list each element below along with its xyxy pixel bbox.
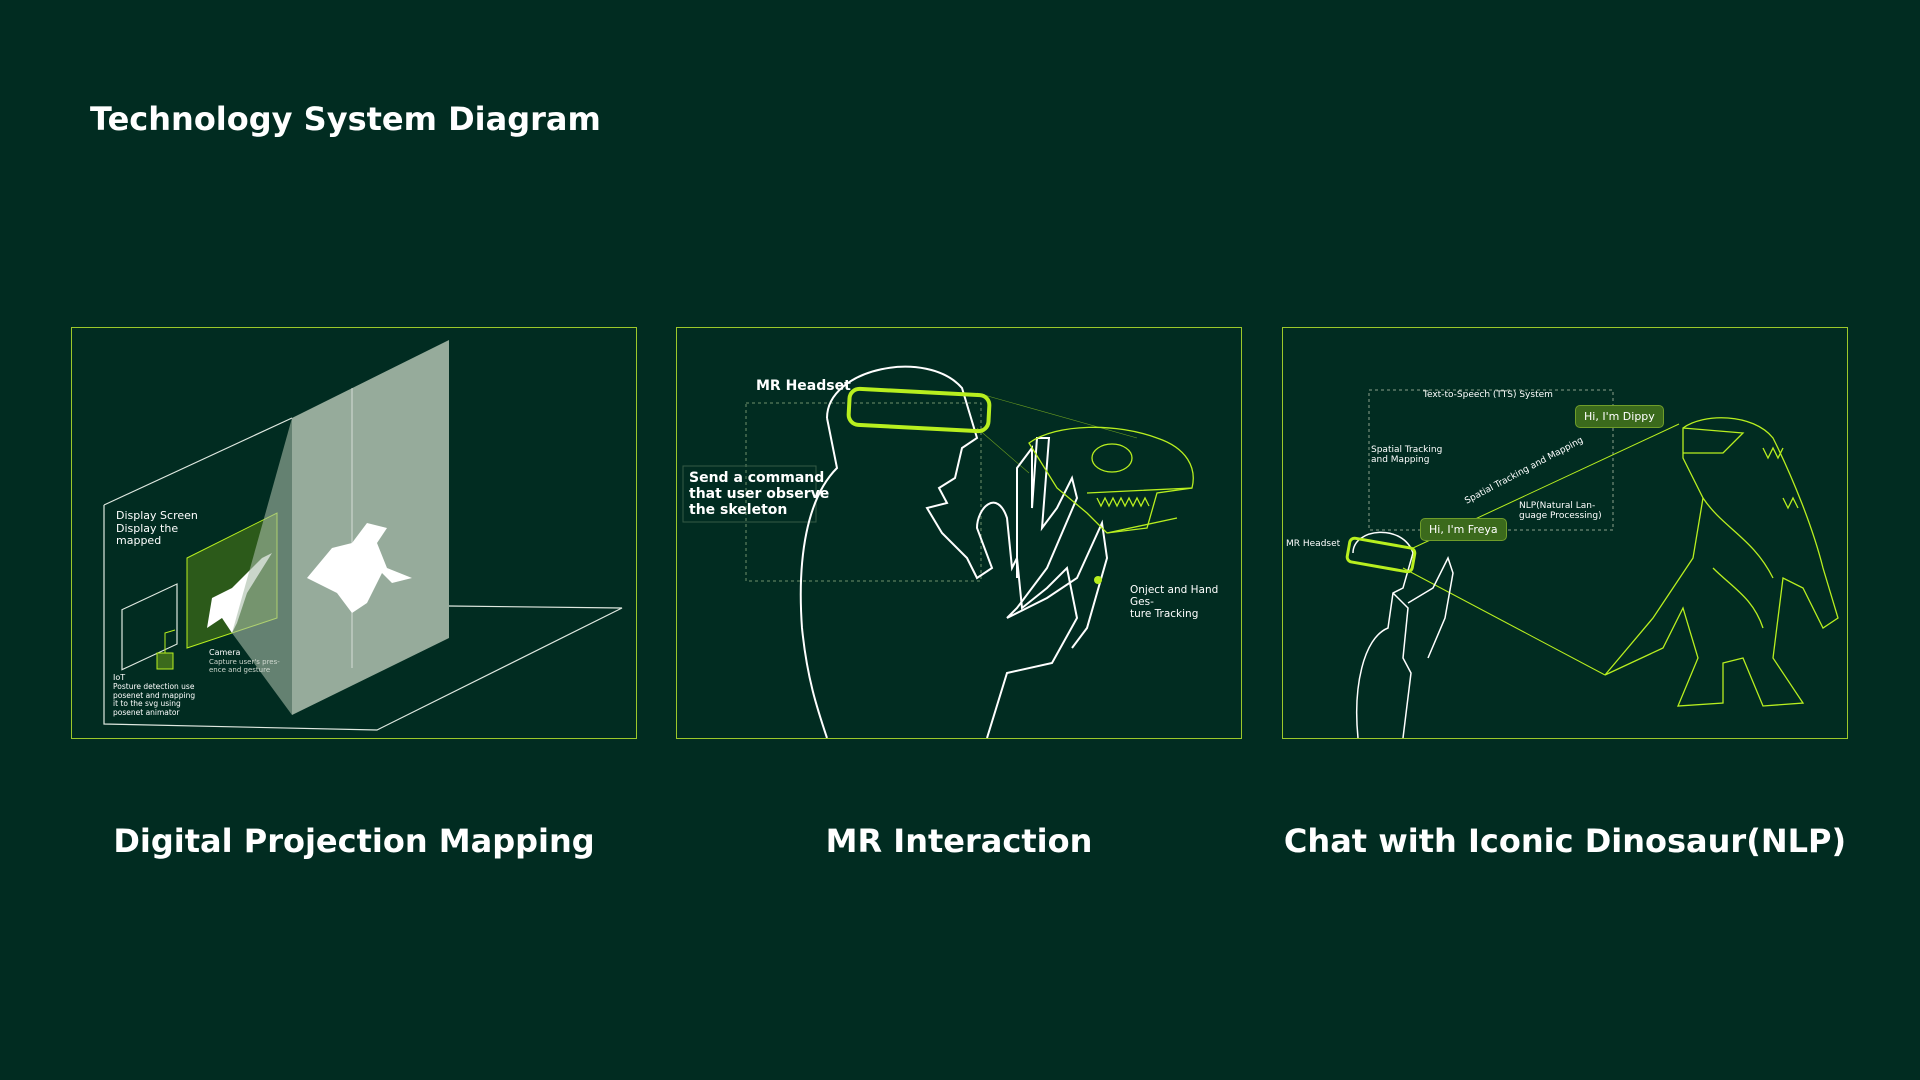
- camera-description: Capture user's pres- ence and gesture: [209, 658, 280, 675]
- mr-interaction-illustration: [682, 365, 1194, 738]
- camera-label: Camera: [209, 648, 241, 657]
- mr-headset-label: MR Headset: [1286, 539, 1341, 549]
- tts-label: Text-to-Speech (TTS) System: [1423, 390, 1553, 400]
- chat-dinosaur-illustration: [1345, 389, 1839, 738]
- page-title: Technology System Diagram: [90, 100, 601, 138]
- display-screen-label: Display Screen Display the mapped: [116, 509, 198, 548]
- command-label: Send a command that user observe the ske…: [689, 470, 830, 519]
- projection-mapping-panel: Display Screen Display the mapped Camera…: [71, 327, 637, 739]
- iot-label: IoT: [113, 673, 126, 682]
- caption-mr-interaction: MR Interaction: [825, 822, 1093, 860]
- dippy-speech-bubble: Hi, I'm Dippy: [1575, 405, 1664, 428]
- caption-projection-mapping: Digital Projection Mapping: [113, 822, 595, 860]
- chat-dinosaur-panel: Text-to-Speech (TTS) System Spatial Trac…: [1282, 327, 1848, 739]
- gesture-tracking-label: Onject and Hand Ges- ture Tracking: [1130, 584, 1219, 621]
- iot-description: Posture detection use posenet and mappin…: [113, 682, 196, 717]
- mr-headset-label: MR Headset: [756, 378, 851, 394]
- mr-interaction-panel: MR Headset Send a command that user obse…: [676, 327, 1242, 739]
- projection-mapping-illustration: [103, 340, 623, 731]
- spatial-tracking-label: Spatial Tracking and Mapping: [1371, 445, 1443, 466]
- nlp-label: NLP(Natural Lan- guage Processing): [1519, 501, 1602, 522]
- freya-speech-bubble: Hi, I'm Freya: [1420, 518, 1507, 541]
- caption-chat-dinosaur: Chat with Iconic Dinosaur(NLP): [1283, 822, 1847, 860]
